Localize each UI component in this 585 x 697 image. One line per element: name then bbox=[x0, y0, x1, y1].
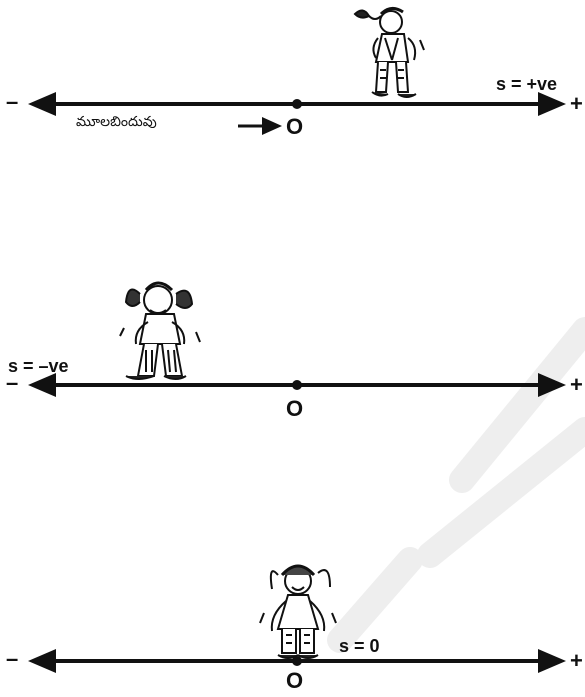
origin-point bbox=[292, 99, 302, 109]
minus-sign: – bbox=[6, 370, 19, 395]
minus-sign: – bbox=[6, 646, 19, 671]
right-arrowhead bbox=[538, 92, 566, 116]
number-line-2 bbox=[28, 281, 566, 397]
left-arrowhead bbox=[28, 373, 56, 397]
left-arrowhead bbox=[28, 649, 56, 673]
left-arrowhead bbox=[28, 92, 56, 116]
number-line-3 bbox=[28, 564, 566, 673]
position-label: s = +ve bbox=[496, 74, 558, 94]
plus-sign: + bbox=[570, 648, 583, 673]
right-arrowhead bbox=[538, 649, 566, 673]
number-line-1 bbox=[28, 7, 566, 135]
caption-arrowhead bbox=[262, 117, 282, 135]
right-arrowhead bbox=[538, 373, 566, 397]
origin-label: O bbox=[286, 396, 304, 421]
position-label: s = –ve bbox=[8, 356, 69, 376]
girl-figure-icon bbox=[259, 564, 337, 659]
position-label: s = 0 bbox=[339, 636, 380, 656]
origin-point bbox=[292, 656, 302, 666]
panel-negative-position: – + O s = –ve bbox=[0, 270, 585, 421]
origin-caption: మూలబిందువు bbox=[76, 114, 157, 130]
plus-sign: + bbox=[570, 372, 583, 397]
origin-label: O bbox=[286, 668, 304, 693]
minus-sign: – bbox=[6, 89, 19, 114]
panel-zero-position: – + O s = 0 bbox=[0, 555, 585, 697]
origin-label: O bbox=[286, 114, 304, 139]
panel-positive-position: – + O s = +ve మూలబిందువు bbox=[0, 0, 585, 140]
plus-sign: + bbox=[570, 91, 583, 116]
girl-figure-icon bbox=[119, 281, 201, 380]
origin-point bbox=[292, 380, 302, 390]
girl-figure-icon bbox=[353, 7, 425, 98]
